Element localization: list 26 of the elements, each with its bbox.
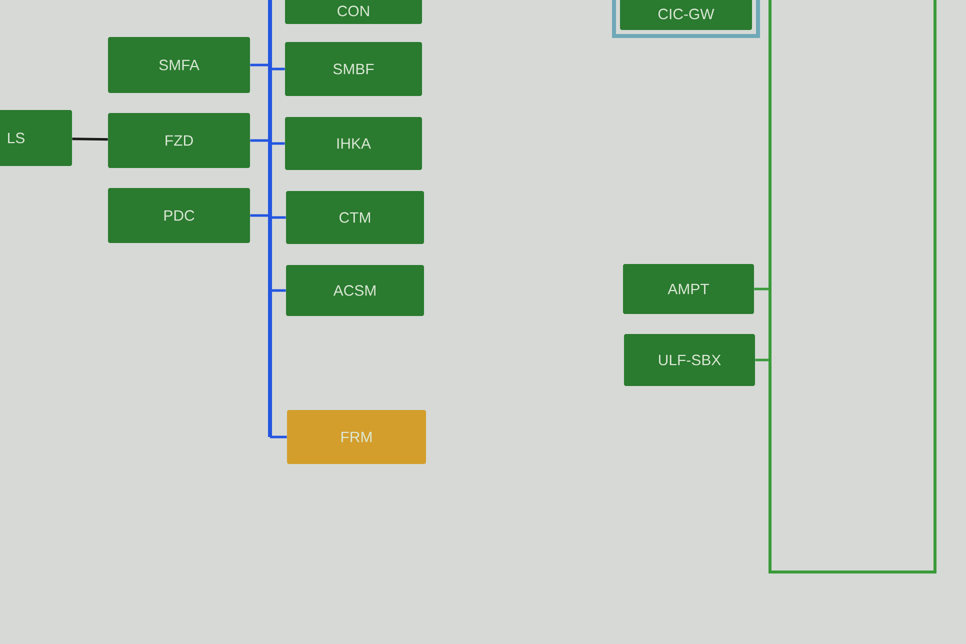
bus-loop-line [768,0,936,574]
connector-line [270,289,286,292]
module-box: IHKA [285,117,422,170]
module-box: CON [285,0,422,24]
module-box: LS [0,110,72,166]
module-box: CIC-GW [620,0,752,30]
connector-line [270,68,285,70]
connector-line [270,436,287,438]
module-box: CTM [286,191,424,244]
connector-line [270,216,286,219]
connector-line [72,138,108,141]
module-box: PDC [108,188,250,243]
module-box: FRM [287,410,426,464]
connector-line [755,358,768,362]
module-box: SMFA [108,37,250,93]
connector-line [250,214,270,217]
module-box: SMBF [285,42,422,96]
connector-line [754,288,768,290]
connector-line [270,142,285,145]
module-box: FZD [108,113,250,168]
module-box: ACSM [286,265,424,316]
bus-line [268,0,272,437]
module-box: AMPT [623,264,754,314]
connector-line [250,139,270,142]
connector-line [250,64,270,66]
module-box: ULF-SBX [624,334,755,386]
